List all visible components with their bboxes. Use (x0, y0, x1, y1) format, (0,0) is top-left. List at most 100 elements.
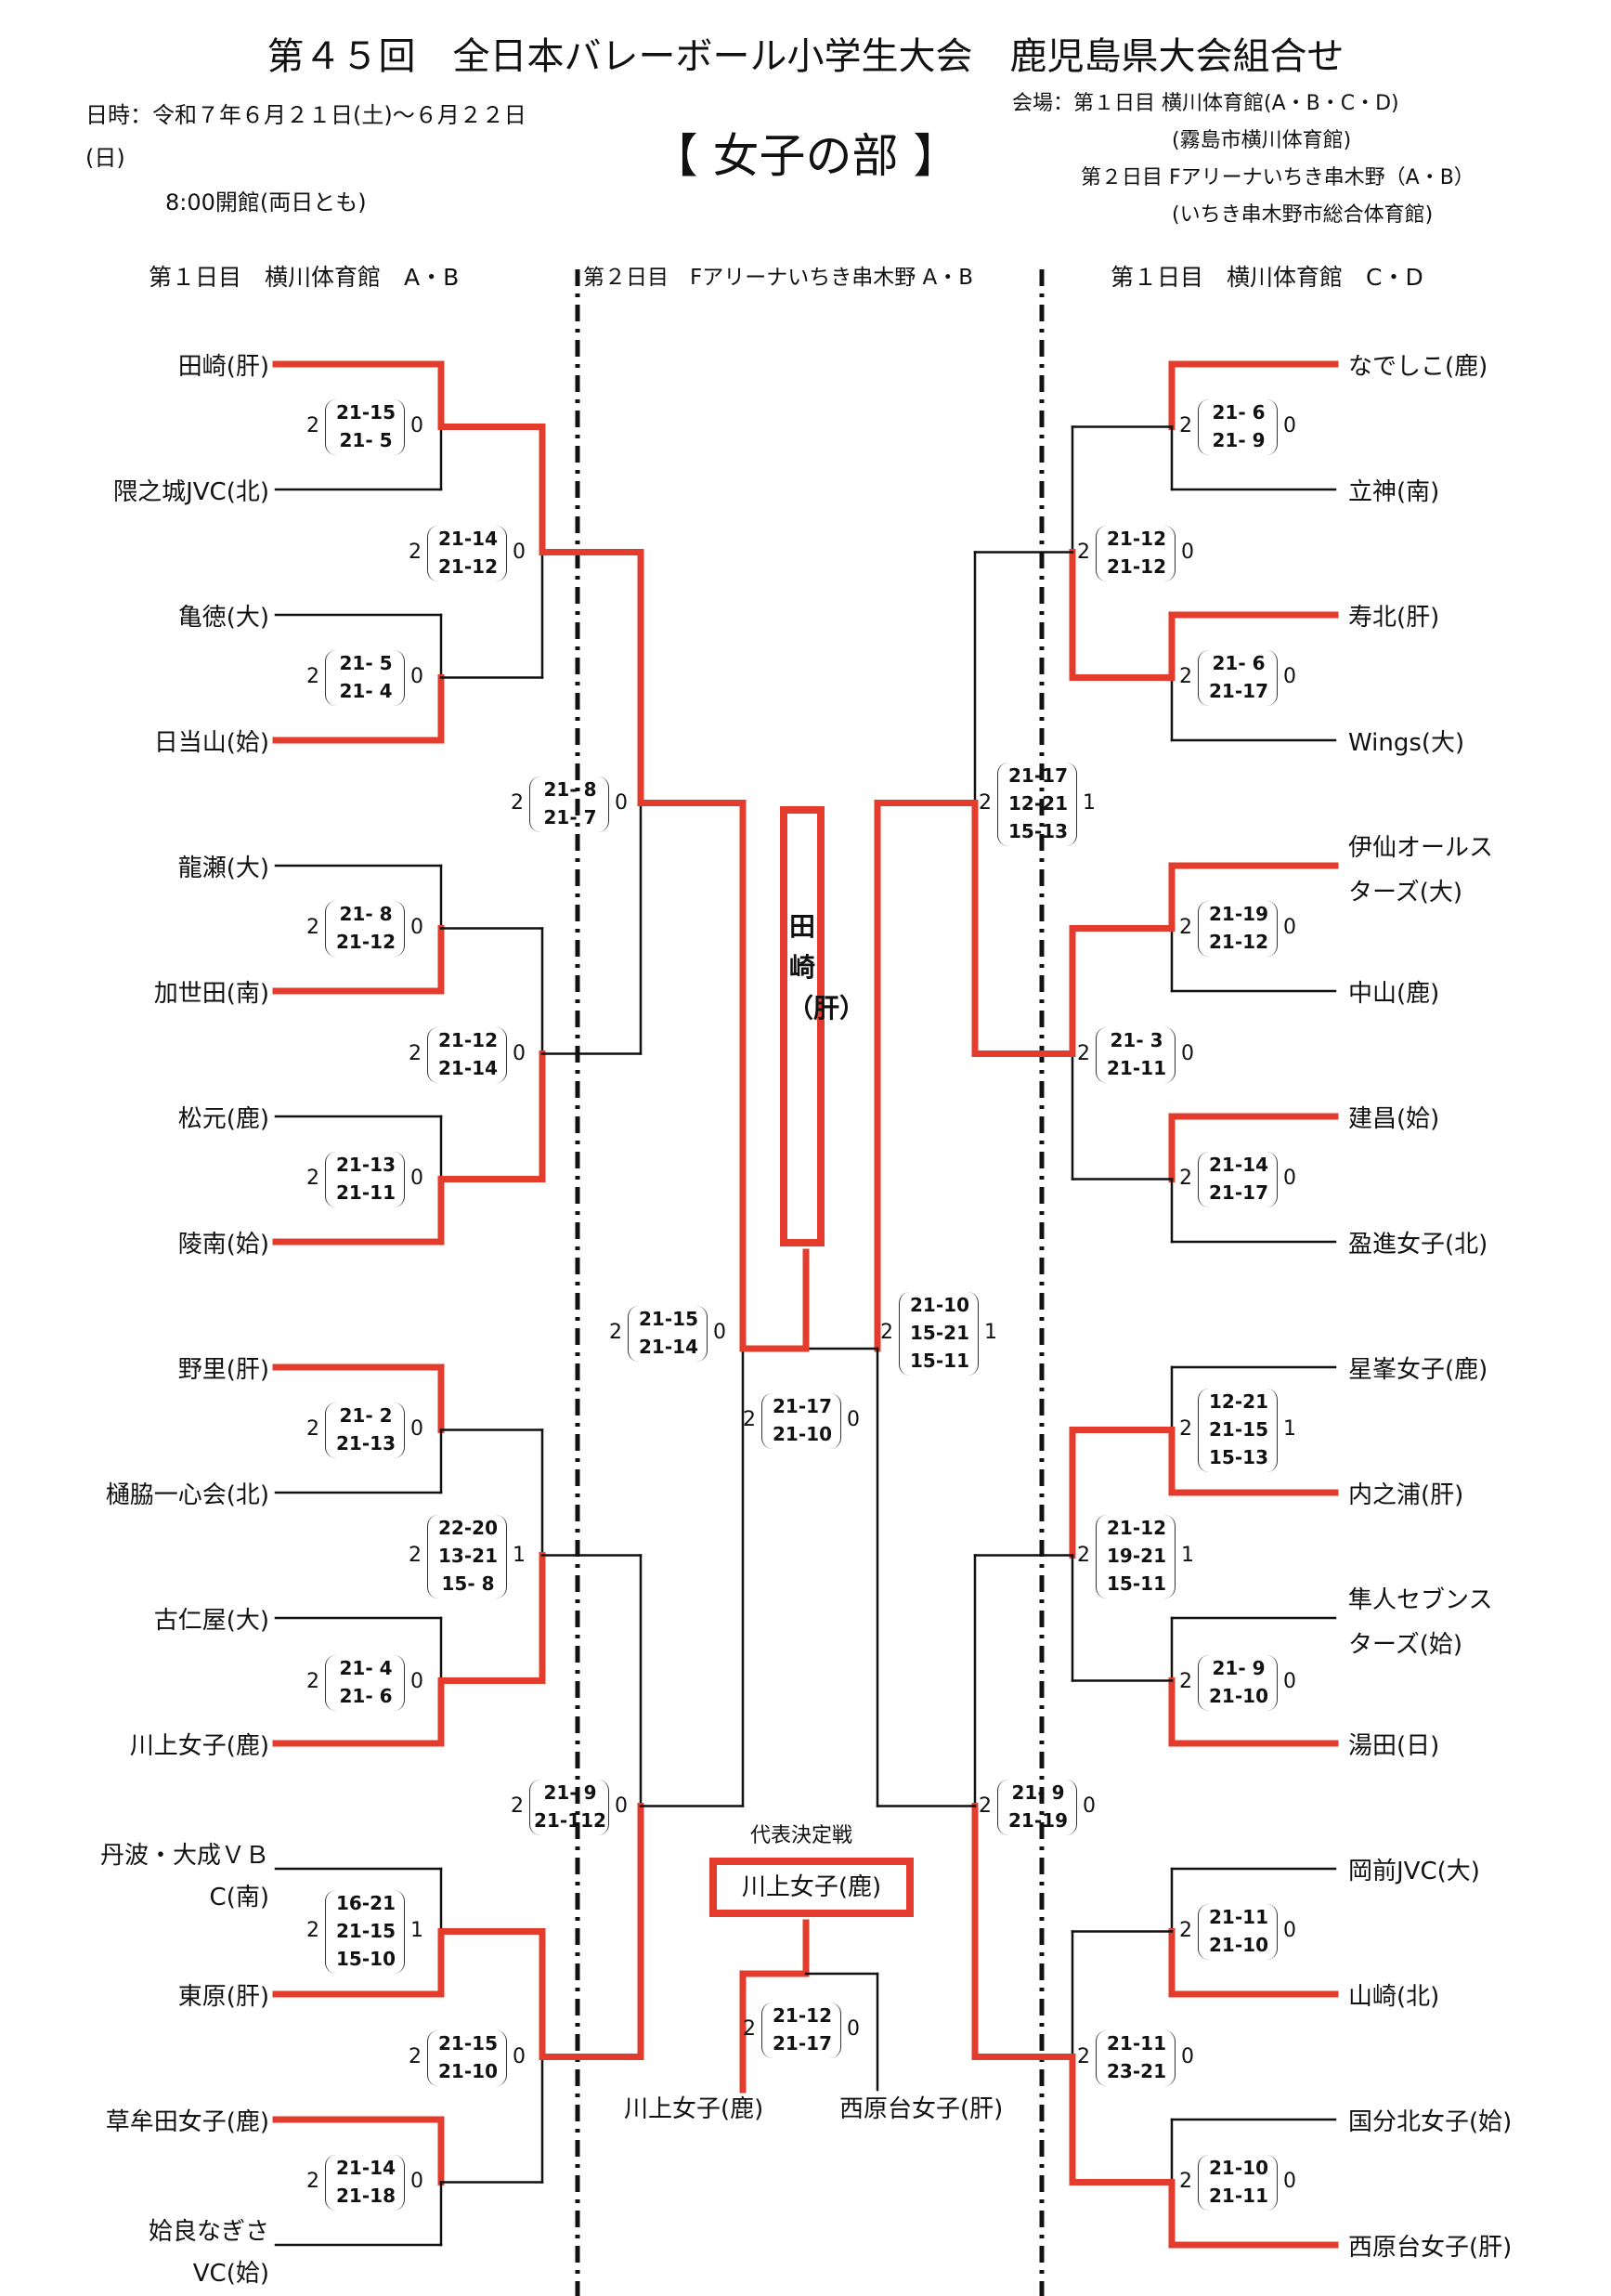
champion-box: 田崎（肝） (780, 806, 866, 1246)
set-score: 21-13 (336, 1154, 396, 1176)
team-right: 山崎(北) (1348, 1983, 1440, 2011)
set-score: 21-14 (438, 1057, 498, 1079)
team-right: 内之浦(肝) (1348, 1481, 1464, 1509)
sets-won: 2 (306, 1417, 319, 1441)
sets-lost: 0 (1283, 665, 1296, 688)
sets-won: 2 (306, 1919, 319, 1942)
set-score: 21- 8 (339, 903, 393, 925)
sets-won: 2 (306, 1670, 319, 1693)
team-right: なでしこ(鹿) (1348, 353, 1488, 381)
set-score: 21-10 (438, 2060, 498, 2082)
page-title: 第４５回 全日本バレーボール小学生大会 鹿児島県大会組合せ (266, 35, 1345, 78)
venue-line-4: (いちき串木野市総合体育館) (1172, 203, 1434, 227)
sets-lost: 1 (410, 1919, 423, 1942)
set-score: 19-21 (1107, 1545, 1166, 1567)
sets-lost: 0 (513, 2045, 526, 2068)
set-score: 23-21 (1107, 2060, 1166, 2082)
set-score: 15-13 (1209, 1446, 1268, 1468)
set-score: 21-11 (1209, 2185, 1268, 2207)
set-score: 21-14 (336, 2157, 396, 2179)
set-score: 21- 9 (1011, 1781, 1065, 1804)
team-left: 松元(鹿) (177, 1105, 269, 1133)
sets-won: 2 (306, 916, 319, 939)
sets-won: 2 (743, 2017, 756, 2041)
column-head-center: 第２日目 Fアリーナいちき串木野 A・B (583, 266, 974, 290)
set-score: 21-17 (773, 1395, 832, 1417)
set-score: 21- 5 (339, 652, 393, 674)
sets-lost: 1 (1083, 791, 1096, 815)
team-left: C(南) (209, 1884, 269, 1911)
team-left: 草牟田女子(鹿) (105, 2108, 269, 2136)
set-score: 15-21 (910, 1322, 969, 1344)
rep-winner-box: 川上女子(鹿) (709, 1858, 914, 1917)
venue-line-2: (霧島市横川体育館) (1172, 129, 1352, 152)
set-score: 21-10 (910, 1294, 969, 1316)
sets-lost: 0 (1181, 541, 1194, 564)
sets-lost: 0 (1283, 916, 1296, 939)
set-score: 21- 5 (339, 429, 393, 451)
venue-line-3: 第２日目 Fアリーナいちき串木野（A・B） (1081, 166, 1475, 189)
set-score: 21-18 (336, 2185, 396, 2207)
sets-lost: 0 (1283, 2170, 1296, 2193)
set-score: 15-13 (1008, 820, 1068, 842)
set-score: 21-12 (1107, 1517, 1166, 1539)
set-score: 21-10 (773, 1423, 832, 1445)
set-score: 21-19 (1209, 903, 1268, 925)
set-score: 21- 3 (1110, 1029, 1163, 1051)
set-score: 12-21 (1209, 1390, 1268, 1413)
champion-name: 田崎（肝） (787, 911, 866, 1024)
sets-lost: 0 (1283, 1670, 1296, 1693)
set-score: 21-15 (438, 2032, 498, 2055)
team-left: 田崎(肝) (177, 353, 269, 381)
sets-won: 2 (306, 414, 319, 437)
sets-won: 2 (1077, 1042, 1090, 1065)
set-score: 21-11 (1107, 1057, 1166, 1079)
sets-won: 2 (409, 541, 422, 564)
sets-lost: 1 (1283, 1417, 1296, 1441)
open-time: 8:00開館(両日とも) (165, 189, 367, 215)
set-score: 21-15 (336, 401, 396, 424)
team-right: 国分北女子(姶) (1348, 2108, 1513, 2136)
set-score: 15- 8 (441, 1572, 495, 1595)
set-score: 21-11 (1107, 2032, 1166, 2055)
sets-won: 2 (743, 1408, 756, 1431)
sets-lost: 0 (410, 1417, 423, 1441)
set-score: 21-12 (773, 2004, 832, 2027)
set-score: 21-112 (534, 1809, 606, 1832)
set-score: 21-15 (1209, 1418, 1268, 1441)
team-right: 寿北(肝) (1348, 604, 1440, 632)
venue-line-1: 会場：第１日目 横川体育館(A・B・C・D) (1012, 92, 1399, 115)
set-score: 21- 6 (1212, 401, 1266, 424)
column-head-left: 第１日目 横川体育館 A・B (149, 264, 460, 291)
score-brace: 21-14 21-18 (325, 2155, 405, 2211)
sets-won: 2 (880, 1321, 893, 1344)
team-left: 日当山(姶) (153, 729, 269, 757)
sets-lost: 0 (410, 1167, 423, 1190)
set-score: 15-10 (336, 1948, 396, 1970)
